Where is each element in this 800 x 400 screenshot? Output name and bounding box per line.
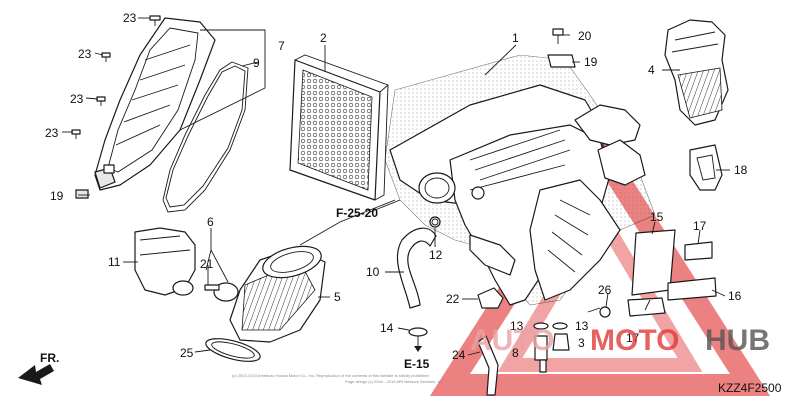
callout-24: 24 <box>452 348 466 362</box>
air-filter-element <box>289 54 389 201</box>
callout-3: 3 <box>578 336 585 350</box>
watermark-moto: MOTO <box>590 324 679 357</box>
callout-23: 23 <box>45 126 59 140</box>
part-callouts: 23 23 23 23 19 7 9 2 1 20 19 4 18 15 17 … <box>45 11 748 362</box>
callout-19: 19 <box>50 189 64 203</box>
copyright-line-1: (c) 2002-2019 American Honda Motor Co., … <box>232 373 429 378</box>
callout-22: 22 <box>446 292 460 306</box>
callout-13: 13 <box>575 319 589 333</box>
callout-23: 23 <box>123 11 137 25</box>
callout-18: 18 <box>734 163 748 177</box>
callout-1: 1 <box>512 31 519 45</box>
callout-25: 25 <box>180 346 194 360</box>
callout-19: 19 <box>584 55 598 69</box>
callout-23: 23 <box>78 47 92 61</box>
front-direction-label: FR. <box>40 351 59 365</box>
drain-caps <box>533 306 611 373</box>
bracket <box>689 144 723 191</box>
reference-e-15: E-15 <box>404 357 430 371</box>
callout-9: 9 <box>253 56 260 70</box>
callout-21: 21 <box>200 257 214 271</box>
tube-band <box>205 338 261 362</box>
callout-7: 7 <box>278 39 285 53</box>
callout-23: 23 <box>70 92 84 106</box>
drain-plug-tube <box>477 335 499 396</box>
watermark-text: AUTO MOTO HUB <box>470 324 770 357</box>
hose-clips <box>408 216 441 352</box>
callout-6: 6 <box>207 215 214 229</box>
air-cleaner-cover <box>94 17 216 191</box>
callout-13: 13 <box>510 319 524 333</box>
diagram-code: KZZ4F2500 <box>718 381 782 395</box>
connecting-tube <box>229 245 326 343</box>
reference-f-25-20: F-25-20 <box>336 206 378 220</box>
watermark-auto: AUTO <box>470 324 554 357</box>
cover-seal-gasket <box>162 61 249 213</box>
drain-tube <box>396 227 437 309</box>
tube-clamp <box>204 282 239 302</box>
callout-16: 16 <box>728 289 742 303</box>
callout-12: 12 <box>429 248 443 262</box>
resonator-chamber <box>134 227 196 296</box>
leader-lines <box>62 17 730 356</box>
intake-duct <box>664 19 729 126</box>
front-arrow-icon <box>18 364 54 385</box>
callout-2: 2 <box>320 31 327 45</box>
watermark-hub: HUB <box>705 324 770 357</box>
callout-17: 17 <box>626 331 640 345</box>
callout-10: 10 <box>366 265 380 279</box>
tube-holder <box>477 287 504 309</box>
air-cleaner-housing <box>384 54 656 306</box>
callout-8: 8 <box>512 346 519 360</box>
screws <box>71 15 576 199</box>
callout-17: 17 <box>693 219 707 233</box>
callout-14: 14 <box>380 321 394 335</box>
callout-15: 15 <box>650 210 664 224</box>
callout-5: 5 <box>334 290 341 304</box>
callout-11: 11 <box>108 255 121 269</box>
copyright-line-2: Page design (c) 2004 - 2019 ARI Network … <box>345 379 444 384</box>
callout-4: 4 <box>648 63 655 77</box>
callout-26: 26 <box>598 283 612 297</box>
callout-20: 20 <box>578 29 592 43</box>
